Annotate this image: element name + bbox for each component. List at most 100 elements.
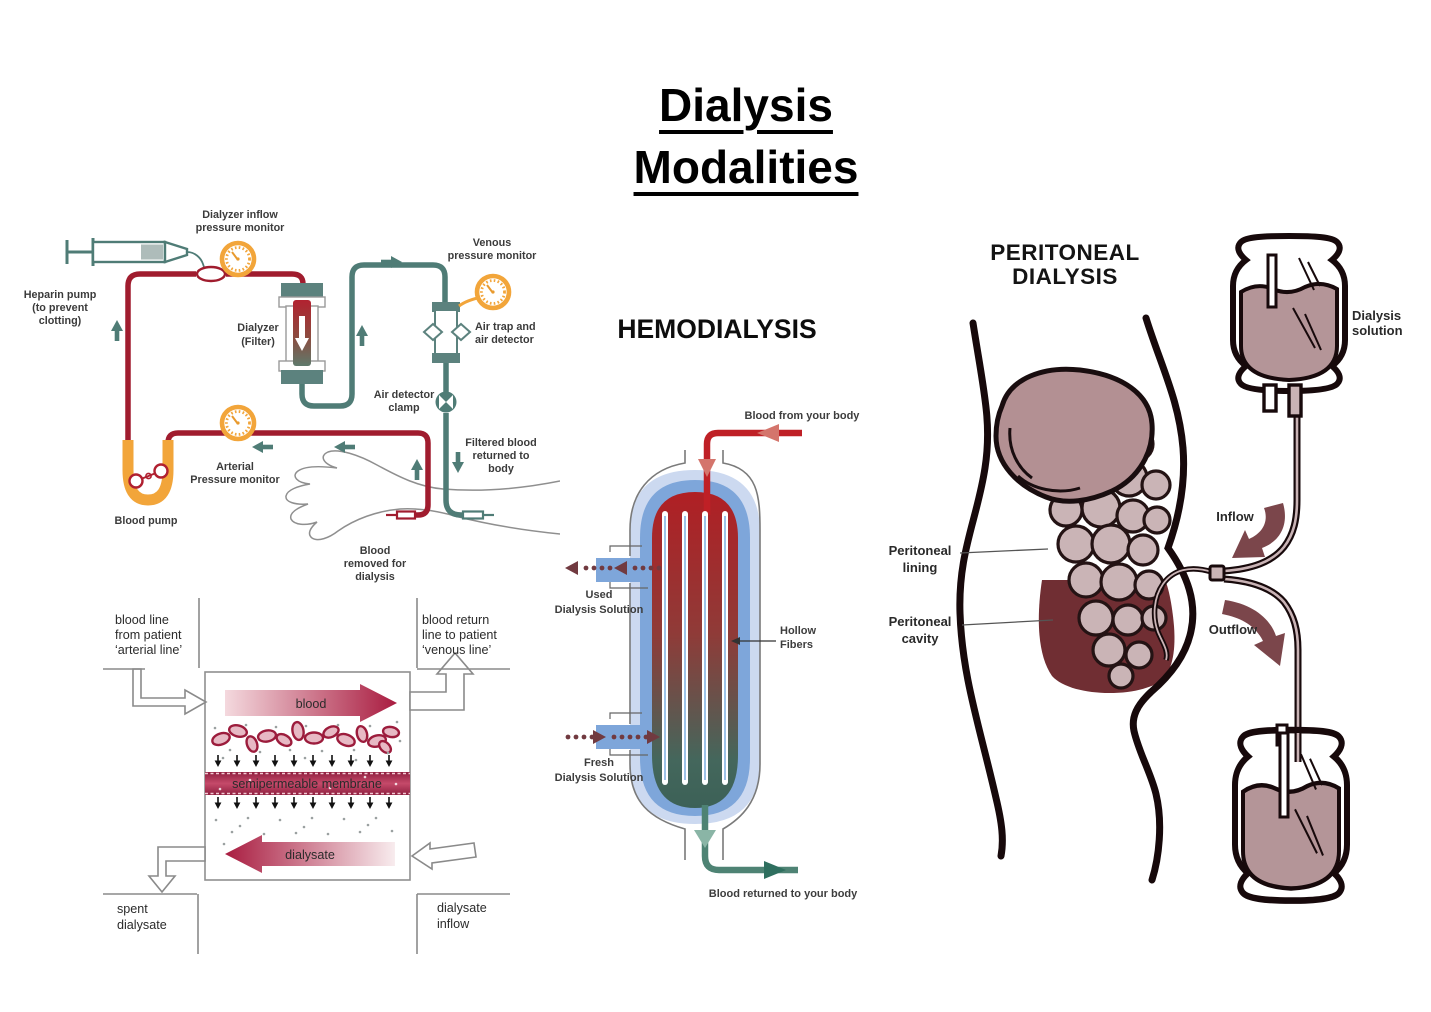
- peritoneal-title-line2: DIALYSIS: [1012, 264, 1118, 289]
- svg-text:(Filter): (Filter): [241, 336, 275, 348]
- label-peritoneal-lining: Peritoneal: [889, 543, 952, 558]
- solution-brackets: [609, 545, 648, 756]
- blood-inlet-tube: [698, 424, 802, 515]
- label-air-trap: Air trap and: [475, 321, 536, 333]
- drain-bag: [1235, 723, 1347, 901]
- fibers-pointer: [731, 637, 776, 645]
- label-arterial-line: blood line: [115, 613, 169, 627]
- label-outflow: Outflow: [1209, 622, 1258, 637]
- svg-text:(to prevent: (to prevent: [32, 302, 88, 314]
- label-blood: blood: [296, 697, 327, 711]
- svg-text:lining: lining: [903, 560, 938, 575]
- label-dialysate-inflow: dialysate: [437, 901, 487, 915]
- catheter: [1151, 566, 1213, 661]
- duct-arrows: [132, 651, 477, 894]
- svg-text:body: body: [488, 463, 514, 475]
- outflow-arrow: [1222, 600, 1285, 666]
- peritoneal-dialysis-diagram: PERITONEAL DIALYSIS: [889, 228, 1403, 918]
- svg-text:clamp: clamp: [388, 402, 420, 414]
- svg-text:Fibers: Fibers: [780, 639, 813, 651]
- svg-text:line to patient: line to patient: [422, 628, 497, 642]
- air-trap-icon: [422, 302, 472, 363]
- page-title-line2: Modalities: [633, 141, 859, 193]
- svg-text:dialysis: dialysis: [355, 571, 395, 583]
- svg-text:cavity: cavity: [902, 631, 940, 646]
- svg-text:returned to: returned to: [473, 450, 530, 462]
- body-outline: [956, 314, 1197, 884]
- page-title-line1: Dialysis: [659, 79, 833, 131]
- svg-text:‘arterial line’: ‘arterial line’: [115, 643, 182, 657]
- label-arterial-monitor: Arterial: [216, 461, 254, 473]
- dialyzer-inflow-gauge-icon: [222, 243, 254, 275]
- label-filtered-blood: Filtered blood: [465, 437, 536, 449]
- liver: [993, 366, 1155, 504]
- dialysate-flow-arrow: [225, 835, 395, 873]
- catheter-junction: [1208, 564, 1226, 582]
- leader-lines: [959, 548, 1054, 626]
- label-air-clamp: Air detector: [374, 389, 435, 401]
- hemodialysis-machine-diagram: Dialyzer inflow pressure monitor Venous …: [24, 209, 560, 583]
- svg-text:inflow: inflow: [437, 917, 470, 931]
- label-inflow: Inflow: [1216, 509, 1254, 524]
- label-hollow-fibers: Hollow: [780, 625, 816, 637]
- membrane-band: semipermeable membrane: [205, 772, 410, 795]
- semipermeable-membrane-diagram: blood semipe: [103, 598, 510, 954]
- venous-cannula: [461, 510, 485, 520]
- label-dialysate: dialysate: [285, 848, 335, 862]
- patient-hand-outline: [285, 450, 560, 541]
- hemodialysis-dialyzer-diagram: HEMODIALYSIS: [555, 314, 861, 900]
- page-title: Dialysis Modalities: [576, 74, 916, 198]
- fresh-solution-dots: [565, 730, 660, 744]
- label-blood-removed: Blood: [360, 545, 391, 557]
- label-blood-pump: Blood pump: [115, 515, 178, 527]
- svg-text:pressure monitor: pressure monitor: [448, 250, 538, 262]
- solute-dots-blood: [213, 720, 402, 762]
- label-dialysis-solution: Dialysis: [1352, 308, 1401, 323]
- dialyzer-filter-icon: [278, 283, 326, 384]
- label-used-solution: Used: [586, 589, 613, 601]
- heparin-port: [195, 265, 227, 283]
- hemodialysis-title: HEMODIALYSIS: [617, 314, 816, 344]
- label-spent-dialysate: spent: [117, 902, 148, 916]
- blood-outlet-tube: [694, 805, 798, 879]
- dialysis-solution-bag: [1233, 236, 1345, 418]
- label-dialyzer: Dialyzer: [237, 322, 279, 334]
- fiber-bundle-column: [652, 492, 738, 808]
- blood-flow-arrow: [225, 684, 397, 722]
- red-blood-cells: [211, 720, 401, 755]
- venous-blood-line: [299, 262, 494, 518]
- label-heparin-pump: Heparin pump: [24, 289, 97, 301]
- label-membrane: semipermeable membrane: [232, 777, 382, 791]
- svg-text:air detector: air detector: [475, 334, 535, 346]
- label-inflow-monitor: Dialyzer inflow: [202, 209, 278, 221]
- hollow-fibers: [662, 511, 728, 785]
- svg-text:Dialysis Solution: Dialysis Solution: [555, 772, 644, 784]
- label-venous-line: blood return: [422, 613, 489, 627]
- arterial-cannula: [395, 510, 417, 520]
- capsule-outline: [629, 450, 761, 860]
- svg-text:clotting): clotting): [39, 315, 82, 327]
- label-peritoneal-cavity: Peritoneal: [889, 614, 952, 629]
- label-venous-monitor: Venous: [473, 237, 511, 249]
- svg-text:Dialysis Solution: Dialysis Solution: [555, 604, 644, 616]
- svg-text:removed for: removed for: [344, 558, 407, 570]
- label-blood-from-body: Blood from your body: [745, 410, 861, 422]
- svg-text:‘venous line’: ‘venous line’: [422, 643, 492, 657]
- svg-text:pressure monitor: pressure monitor: [196, 222, 286, 234]
- peritoneal-title-line1: PERITONEAL: [990, 240, 1140, 265]
- arterial-gauge-icon: [222, 407, 254, 439]
- svg-text:from patient: from patient: [115, 628, 182, 642]
- inflow-arrow: [1232, 503, 1285, 558]
- blood-pump-icon: [122, 440, 174, 506]
- venous-gauge-icon: [477, 276, 509, 308]
- svg-text:dialysate: dialysate: [117, 918, 167, 932]
- svg-text:solution: solution: [1352, 323, 1403, 338]
- label-fresh-solution: Fresh: [584, 757, 614, 769]
- label-blood-returned: Blood returned to your body: [709, 888, 858, 900]
- used-solution-dots: [565, 561, 662, 575]
- transfer-tubes: [1208, 416, 1302, 733]
- air-detector-clamp-icon: [435, 391, 457, 413]
- label-brackets: [103, 598, 510, 954]
- svg-text:Pressure monitor: Pressure monitor: [190, 474, 280, 486]
- syringe-icon: [65, 238, 209, 274]
